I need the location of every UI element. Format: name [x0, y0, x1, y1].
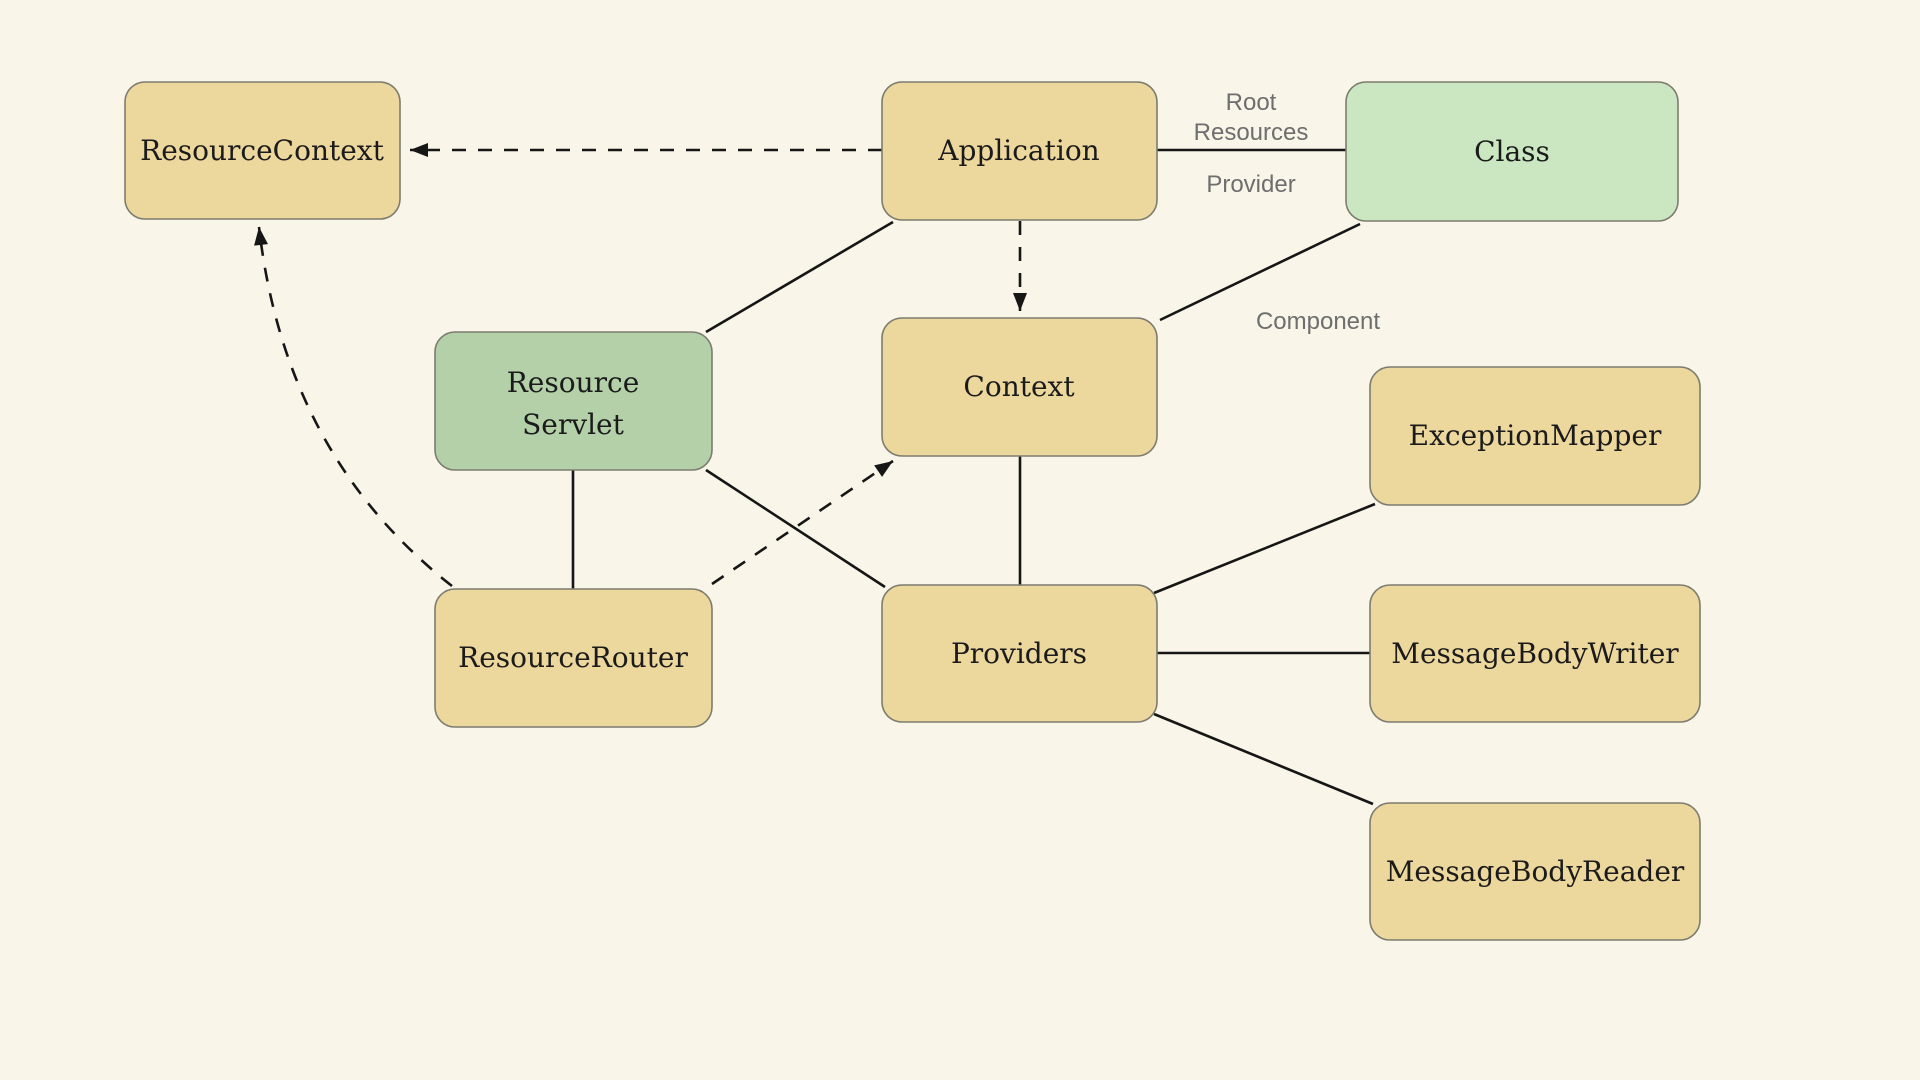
edge-label-provider: Provider [1206, 171, 1295, 198]
edge-label-component: Component [1256, 308, 1380, 335]
node-message-body-writer-label: MessageBodyWriter [1391, 637, 1679, 670]
node-providers-label: Providers [951, 637, 1087, 670]
node-resource-context-label: ResourceContext [140, 134, 384, 167]
node-resource-servlet-box [434, 331, 713, 471]
node-exception-mapper-label: ExceptionMapper [1409, 419, 1662, 452]
node-resource-router: ResourceRouter [434, 588, 713, 728]
node-context-label: Context [963, 370, 1075, 403]
node-context: Context [881, 317, 1158, 457]
node-exception-mapper: ExceptionMapper [1369, 366, 1701, 506]
node-application: Application [881, 81, 1158, 221]
node-message-body-writer-box [1369, 584, 1701, 723]
node-resource-servlet-label-line2: Servlet [522, 408, 624, 441]
edge-labels-layer: Root Resources Provider Component [1194, 89, 1381, 335]
edge-label-root-resources-line1: Root [1226, 89, 1277, 116]
nodes-layer: ResourceContext Application Class Resour… [124, 81, 1701, 941]
node-class: Class [1345, 81, 1679, 222]
node-providers-box [881, 584, 1158, 723]
edge-resourceservlet-providers [705, 468, 886, 589]
edge-label-root-resources-line2: Resources [1194, 119, 1309, 146]
node-resource-router-label: ResourceRouter [458, 641, 688, 674]
edge-providers-exceptionmapper [1153, 502, 1376, 595]
edge-providers-messagebodyreader [1153, 712, 1374, 806]
node-resource-router-box [434, 588, 713, 728]
node-resource-context: ResourceContext [124, 81, 401, 220]
node-context-box [881, 317, 1158, 457]
node-exception-mapper-box [1369, 366, 1701, 506]
node-application-box [881, 81, 1158, 221]
node-message-body-reader-box [1369, 802, 1701, 941]
node-application-label: Application [937, 134, 1099, 167]
edge-resourcerouter-resourcecontext [254, 226, 453, 588]
node-resource-context-box [124, 81, 401, 220]
node-resource-servlet-label-line1: Resource [507, 366, 640, 399]
node-resource-servlet: Resource Servlet [434, 331, 713, 471]
edge-application-resourceservlet [705, 220, 894, 334]
node-message-body-writer: MessageBodyWriter [1369, 584, 1701, 723]
edges-layer [254, 143, 1376, 806]
node-class-label: Class [1474, 135, 1550, 168]
node-message-body-reader-label: MessageBodyReader [1386, 855, 1685, 888]
edge-class-context [1159, 222, 1361, 322]
node-class-box [1345, 81, 1679, 222]
node-providers: Providers [881, 584, 1158, 723]
edge-resourcerouter-context [711, 459, 894, 586]
node-message-body-reader: MessageBodyReader [1369, 802, 1701, 941]
